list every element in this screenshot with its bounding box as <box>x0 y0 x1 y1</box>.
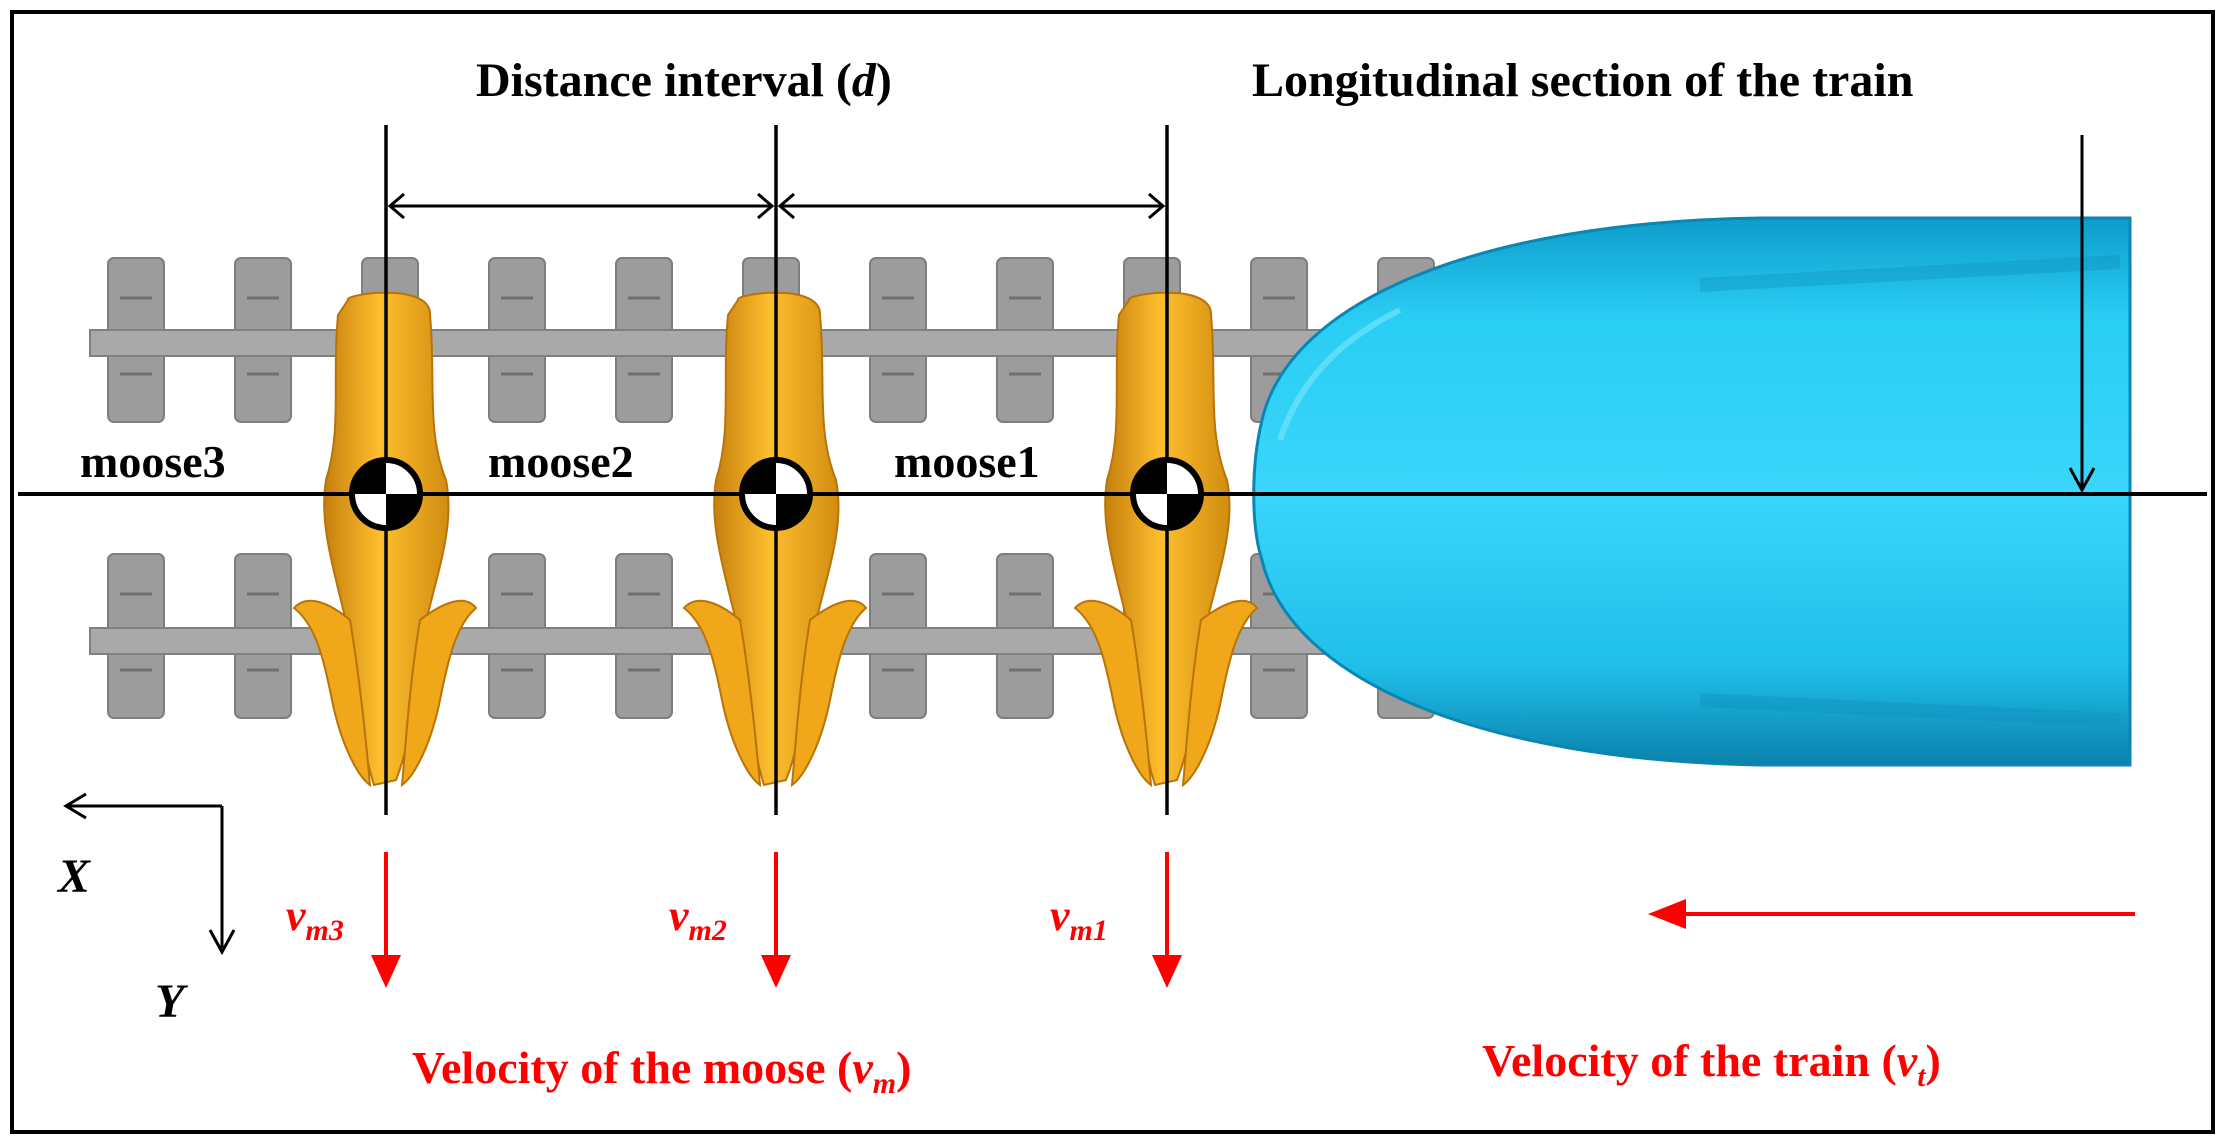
moose-velocity-label: Velocity of the moose (vm) <box>412 1042 911 1100</box>
moose3-label: moose3 <box>80 436 226 487</box>
velocity-m2-label: vm2 <box>669 891 727 947</box>
moose1-label: moose1 <box>894 436 1040 487</box>
section-label: Longitudinal section of the train <box>1252 54 1913 107</box>
center-of-mass-icon <box>739 457 813 531</box>
distance-interval-arrows <box>387 192 1166 220</box>
moose-velocity-arrows <box>371 852 1182 988</box>
figure-frame <box>10 10 2215 1134</box>
section-pointer-arrow <box>2068 135 2096 494</box>
axis-arrows-icon <box>63 792 236 956</box>
train-body <box>1252 216 2132 767</box>
center-of-mass-icon <box>1130 457 1204 531</box>
moose2-label: moose2 <box>488 436 634 487</box>
train-velocity-arrow <box>1648 899 2135 929</box>
axis-y-label: Y <box>155 975 188 1028</box>
distance-interval-label: Distance interval (d) <box>476 54 892 107</box>
moose3-figure <box>292 291 478 788</box>
train-velocity-label: Velocity of the train (vt) <box>1482 1035 1941 1093</box>
velocity-m1-label: vm1 <box>1050 891 1108 947</box>
center-of-mass-icon <box>349 457 423 531</box>
velocity-m3-label: vm3 <box>286 891 344 947</box>
axis-x-label: X <box>56 850 91 903</box>
